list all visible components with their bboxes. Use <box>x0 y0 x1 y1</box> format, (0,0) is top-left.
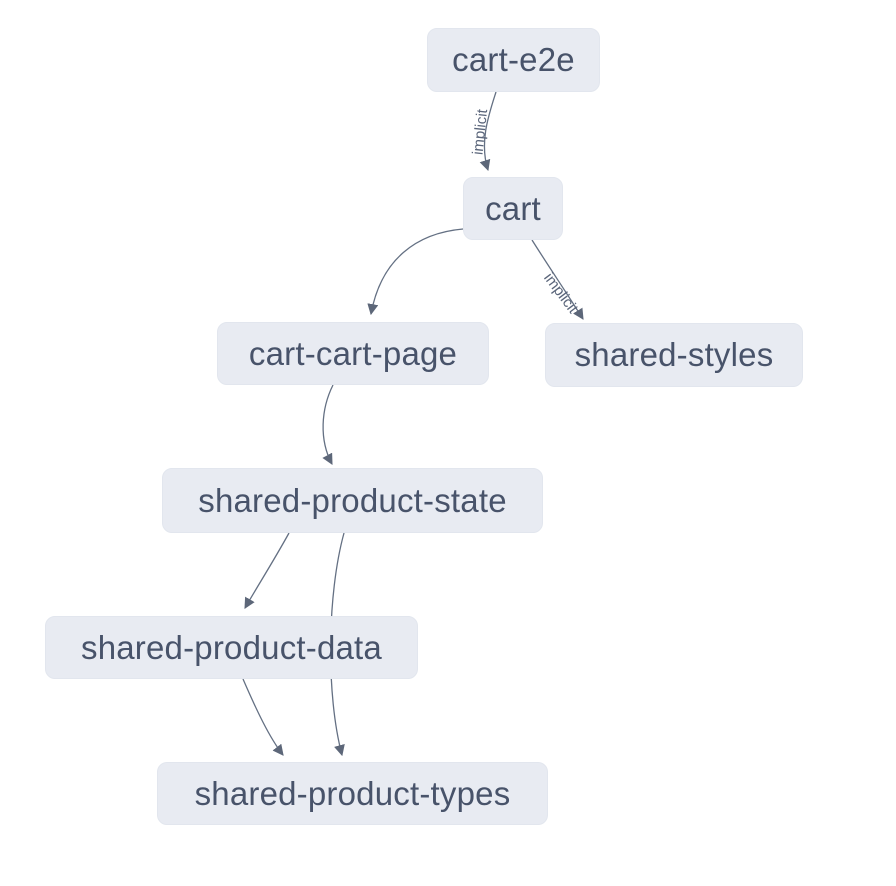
node-label: cart <box>485 189 541 227</box>
edge-shared-product-state-to-shared-product-data[interactable] <box>244 532 290 609</box>
node-cart-e2e[interactable]: cart-e2e <box>427 28 600 92</box>
node-shared-styles[interactable]: shared-styles <box>545 323 803 387</box>
edge-label-implicit-cart-e2e-cart: implicit <box>469 108 491 156</box>
edge-cart-e2e-to-cart[interactable] <box>479 91 497 172</box>
node-label: cart-e2e <box>452 41 575 78</box>
edge-shared-product-data-to-shared-product-types[interactable] <box>242 678 284 756</box>
node-shared-product-state[interactable]: shared-product-state <box>162 468 543 533</box>
node-label: cart-cart-page <box>248 334 458 372</box>
node-label: shared-styles <box>574 336 774 373</box>
node-shared-product-data[interactable]: shared-product-data <box>45 616 418 679</box>
edge-cart-cart-page-to-shared-product-state[interactable] <box>322 384 334 465</box>
edge-cart-to-cart-cart-page[interactable] <box>367 228 464 316</box>
node-label: shared-product-state <box>198 481 507 519</box>
edge-cart-to-shared-styles[interactable] <box>531 239 584 320</box>
node-label: shared-product-data <box>81 628 382 666</box>
node-cart-cart-page[interactable]: cart-cart-page <box>217 322 489 385</box>
edge-label-implicit-cart-shared-styles: implicit <box>540 270 582 318</box>
node-label: shared-product-types <box>194 774 511 812</box>
node-shared-product-types[interactable]: shared-product-types <box>157 762 548 825</box>
node-cart[interactable]: cart <box>463 177 563 240</box>
